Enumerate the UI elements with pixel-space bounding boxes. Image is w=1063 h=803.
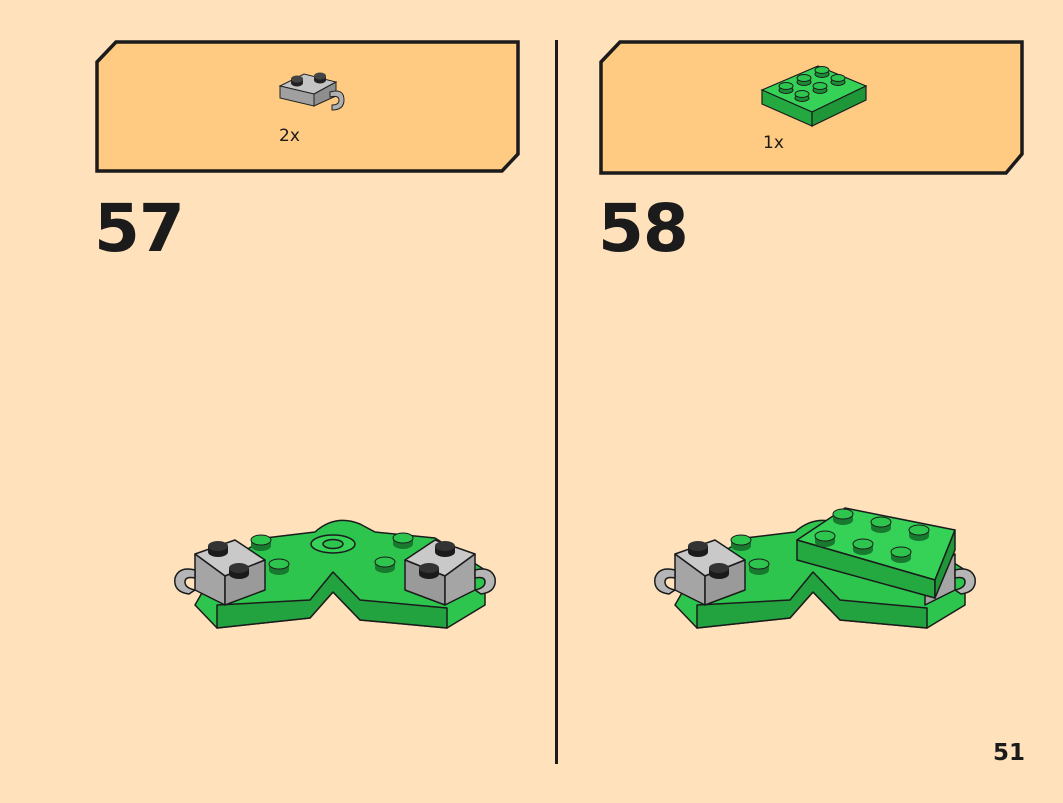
gray-plate-with-clip-icon [278,72,345,111]
step-divider [555,40,558,764]
step-number: 58 [598,190,689,267]
part-quantity: 1x [763,133,784,153]
build-assembly-step-57 [174,519,496,629]
build-assembly-step-58 [654,507,976,629]
page-number: 51 [992,740,1025,766]
part-quantity: 2x [279,126,300,146]
parts-callout-box: 2x [94,40,522,174]
green-plate-2x3-icon [760,65,868,127]
callout-frame [95,40,520,173]
parts-callout-box: 1x [598,40,1026,176]
step-number: 57 [94,190,185,267]
